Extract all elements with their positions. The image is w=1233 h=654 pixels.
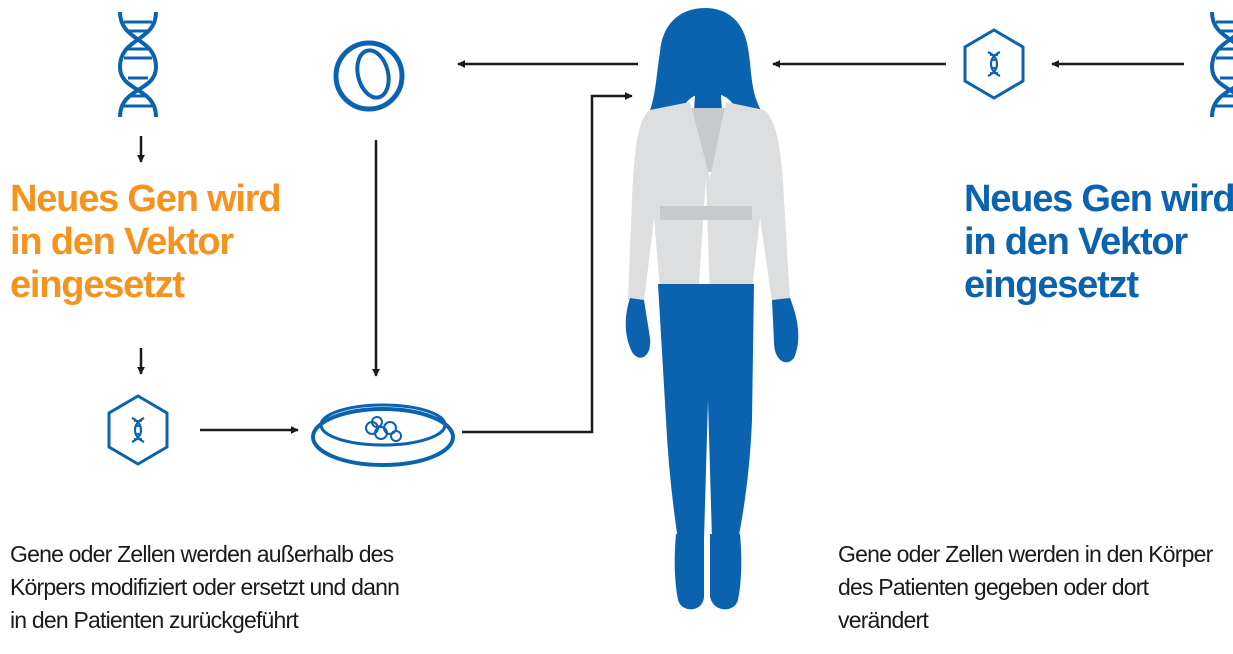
petri-dish-icon xyxy=(313,405,453,465)
right-description-line-2: des Patienten gegeben oder dort xyxy=(838,571,1212,604)
right-headline-line-3: eingesetzt xyxy=(964,264,1233,307)
left-vector-hexagon-icon xyxy=(109,396,167,464)
right-headline-line-1: Neues Gen wird xyxy=(964,178,1233,221)
right-headline: Neues Gen wird in den Vektor eingesetzt xyxy=(964,178,1233,307)
left-headline-line-2: in den Vektor xyxy=(10,221,280,264)
left-headline: Neues Gen wird in den Vektor eingesetzt xyxy=(10,178,280,307)
left-headline-line-3: eingesetzt xyxy=(10,264,280,307)
left-description-line-1: Gene oder Zellen werden außerhalb des xyxy=(10,538,399,571)
arrow-dish-to-patient xyxy=(462,96,632,432)
left-description: Gene oder Zellen werden außerhalb des Kö… xyxy=(10,538,399,637)
left-dna-icon xyxy=(120,12,156,117)
left-headline-line-1: Neues Gen wird xyxy=(10,178,280,221)
right-dna-icon xyxy=(1212,12,1233,117)
right-vector-hexagon-icon xyxy=(965,30,1023,98)
right-headline-line-2: in den Vektor xyxy=(964,221,1233,264)
patient-silhouette-icon xyxy=(626,8,799,609)
right-description-line-3: verändert xyxy=(838,604,1212,637)
left-description-line-3: in den Patienten zurückgeführt xyxy=(10,604,399,637)
left-description-line-2: Körpers modifiziert oder ersetzt und dan… xyxy=(10,571,399,604)
right-description-line-1: Gene oder Zellen werden in den Körper xyxy=(838,538,1212,571)
cell-icon xyxy=(336,43,402,109)
right-description: Gene oder Zellen werden in den Körper de… xyxy=(838,538,1212,637)
